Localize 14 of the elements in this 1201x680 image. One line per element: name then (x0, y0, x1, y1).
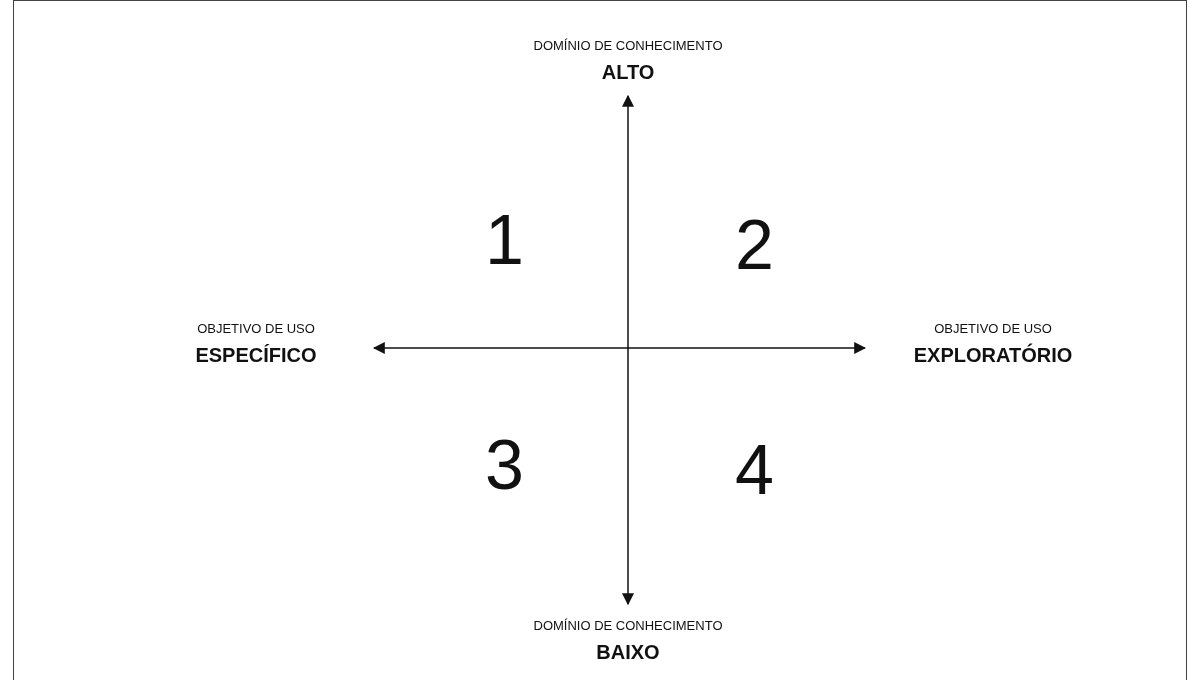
axis-arrow (372, 342, 867, 354)
quadrant-number: 1 (485, 205, 524, 275)
axis-title: OBJETIVO DE USO (196, 321, 316, 337)
axis-title: DOMÍNIO DE CONHECIMENTO (532, 618, 724, 634)
axis-end-label: EXPLORATÓRIO (912, 343, 1074, 367)
axis-arrow (622, 94, 634, 606)
axis-end-label: BAIXO (595, 640, 661, 664)
quadrant-number: 2 (735, 210, 774, 280)
axis-title: DOMÍNIO DE CONHECIMENTO (532, 38, 724, 54)
quadrant-number: 4 (735, 435, 774, 505)
axis-title: OBJETIVO DE USO (933, 321, 1053, 337)
axis-end-label: ESPECÍFICO (194, 343, 318, 367)
axis-end-label: ALTO (600, 60, 656, 84)
quadrant-number: 3 (485, 430, 524, 500)
